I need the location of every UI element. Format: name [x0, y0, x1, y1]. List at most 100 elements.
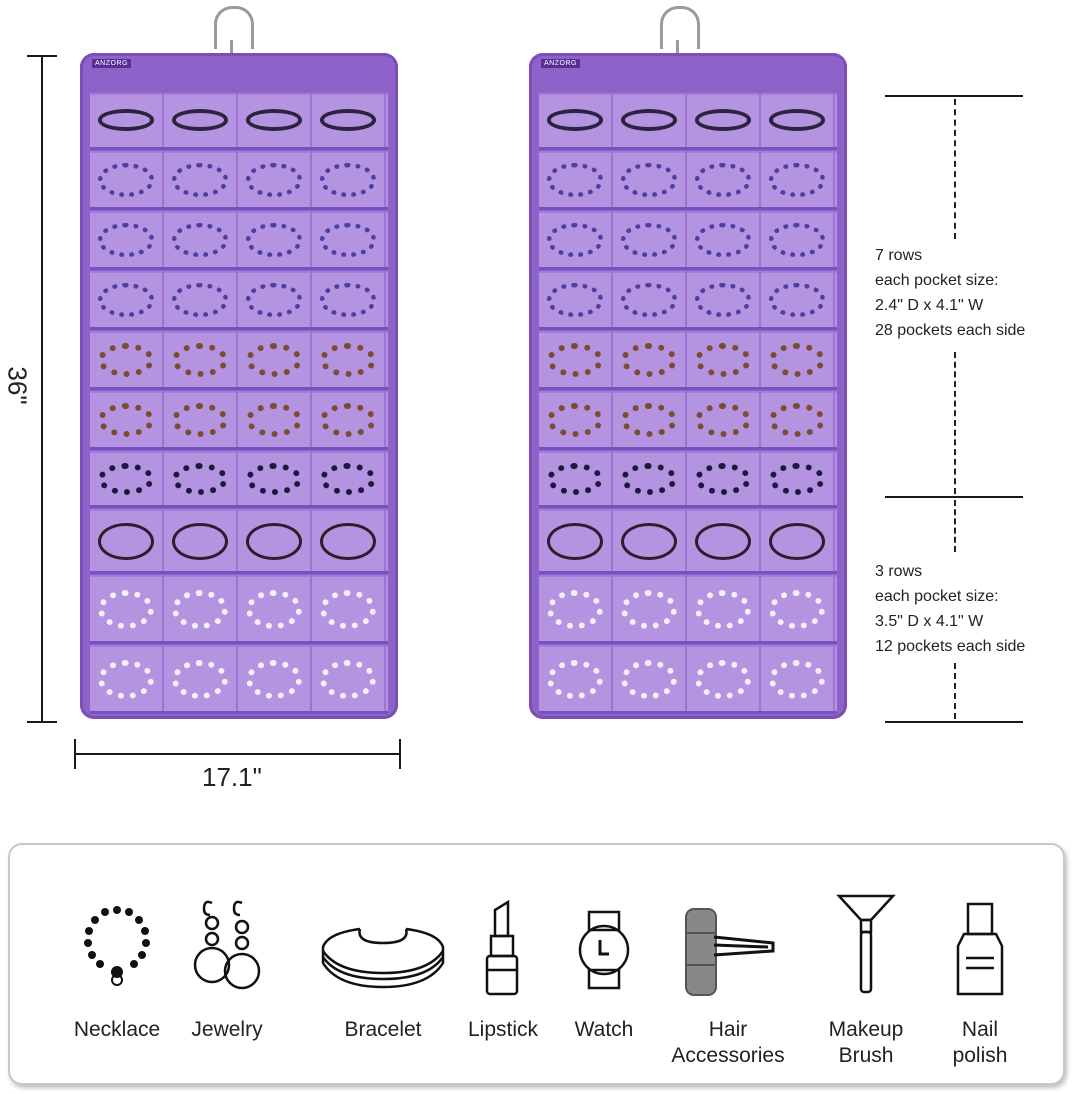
pocket: [761, 509, 835, 571]
upper-section-note: 7 rows each pocket size: 2.4" D x 4.1" W…: [875, 243, 1025, 343]
bracelet-item: [172, 163, 228, 197]
bracelet-item: [769, 163, 825, 197]
pocket: [238, 151, 312, 207]
pocket-row: [539, 211, 837, 270]
left-organizer: ANZORG: [80, 53, 398, 719]
left-hanger-stem: [230, 40, 233, 56]
bracelet-item: [547, 522, 603, 560]
bracelet-item: [172, 343, 228, 377]
bracelet-item: [695, 163, 751, 197]
bracelet-item: [98, 403, 154, 437]
pocket: [687, 391, 761, 447]
pocket-row: [539, 271, 837, 330]
watch-icon: [578, 910, 630, 990]
bracelet-item: [547, 659, 603, 700]
lipstick-icon: [485, 900, 519, 996]
width-dimension-cap-right: [399, 739, 401, 769]
pocket: [539, 391, 613, 447]
legend-item-watch: Watch: [554, 845, 654, 1083]
pocket: [613, 331, 687, 387]
bracelet-item: [320, 403, 376, 437]
bracelet-item: [320, 283, 376, 317]
pocket: [539, 331, 613, 387]
legend-label: Necklace: [73, 1018, 161, 1041]
bracelet-item: [98, 343, 154, 377]
legend-item-hair-accessories: Hair Accessories: [671, 845, 785, 1083]
bracelet-item: [246, 109, 302, 131]
upper-rows: 7 rows: [875, 247, 923, 264]
bracelet-item: [621, 522, 677, 560]
pocket: [761, 451, 835, 505]
bracelet-item: [621, 589, 677, 630]
bracelet-item: [547, 343, 603, 377]
bracelet-item: [320, 659, 376, 700]
bracelet-item: [98, 589, 154, 630]
pocket: [613, 509, 687, 571]
bracelet-item: [769, 403, 825, 437]
pocket: [312, 645, 386, 711]
legend-label: Lipstick: [467, 1018, 539, 1041]
bracelet-item: [320, 589, 376, 630]
necklace-icon: [84, 906, 150, 986]
right-hanger-stem: [676, 40, 679, 56]
bracelet-item: [246, 522, 302, 560]
pocket: [238, 211, 312, 267]
lower-pocket-size: 3.5" D x 4.1" W: [875, 613, 984, 630]
bracelet-item: [246, 403, 302, 437]
pocket: [312, 331, 386, 387]
pocket: [761, 331, 835, 387]
bracelet-item: [621, 163, 677, 197]
pocket: [613, 575, 687, 641]
height-label: 36": [2, 366, 33, 405]
pocket: [312, 509, 386, 571]
bracelet-item: [695, 589, 751, 630]
bracelet-item: [547, 163, 603, 197]
pocket: [238, 93, 312, 147]
pocket-row: [539, 93, 837, 150]
bracelet-item: [172, 403, 228, 437]
bracelet-item: [246, 659, 302, 700]
bracelet-item: [695, 343, 751, 377]
pocket-row: [90, 451, 388, 508]
bracelet-item: [547, 403, 603, 437]
bracelet-item: [246, 163, 302, 197]
pocket: [539, 271, 613, 327]
bracelet-item: [98, 659, 154, 700]
pocket: [539, 575, 613, 641]
pocket-row: [539, 391, 837, 450]
pocket-row: [90, 151, 388, 210]
bracelet-item: [621, 343, 677, 377]
hair-accessories-icon: [685, 908, 775, 996]
bracelet-item: [547, 462, 603, 496]
pocket: [90, 151, 164, 207]
bracelet-item: [695, 109, 751, 131]
pocket: [312, 575, 386, 641]
bracelet-item: [320, 223, 376, 257]
pocket-row: [90, 645, 388, 714]
pocket: [312, 451, 386, 505]
bracelet-item: [98, 283, 154, 317]
legend-item-necklace: Necklace: [67, 845, 167, 1083]
pocket-row: [539, 645, 837, 714]
bracelet-item: [695, 659, 751, 700]
pocket: [90, 331, 164, 387]
height-dimension-line: [41, 55, 43, 722]
legend-label: Hair Accessories: [671, 1018, 785, 1067]
pocket: [312, 271, 386, 327]
bracelet-item: [695, 403, 751, 437]
pocket: [687, 575, 761, 641]
legend-item-lipstick: Lipstick: [453, 845, 553, 1083]
pocket: [687, 509, 761, 571]
section-line-bottom: [885, 721, 1023, 723]
pocket: [164, 211, 238, 267]
pocket: [687, 151, 761, 207]
pocket: [164, 509, 238, 571]
bracelet-item: [769, 343, 825, 377]
bracelet-item: [172, 659, 228, 700]
bracelet-item: [320, 343, 376, 377]
upper-pocket-size-label: each pocket size:: [875, 272, 999, 289]
makeup-brush-icon: [836, 894, 896, 994]
bracelet-item: [769, 283, 825, 317]
pocket-row: [90, 509, 388, 574]
pocket: [90, 451, 164, 505]
